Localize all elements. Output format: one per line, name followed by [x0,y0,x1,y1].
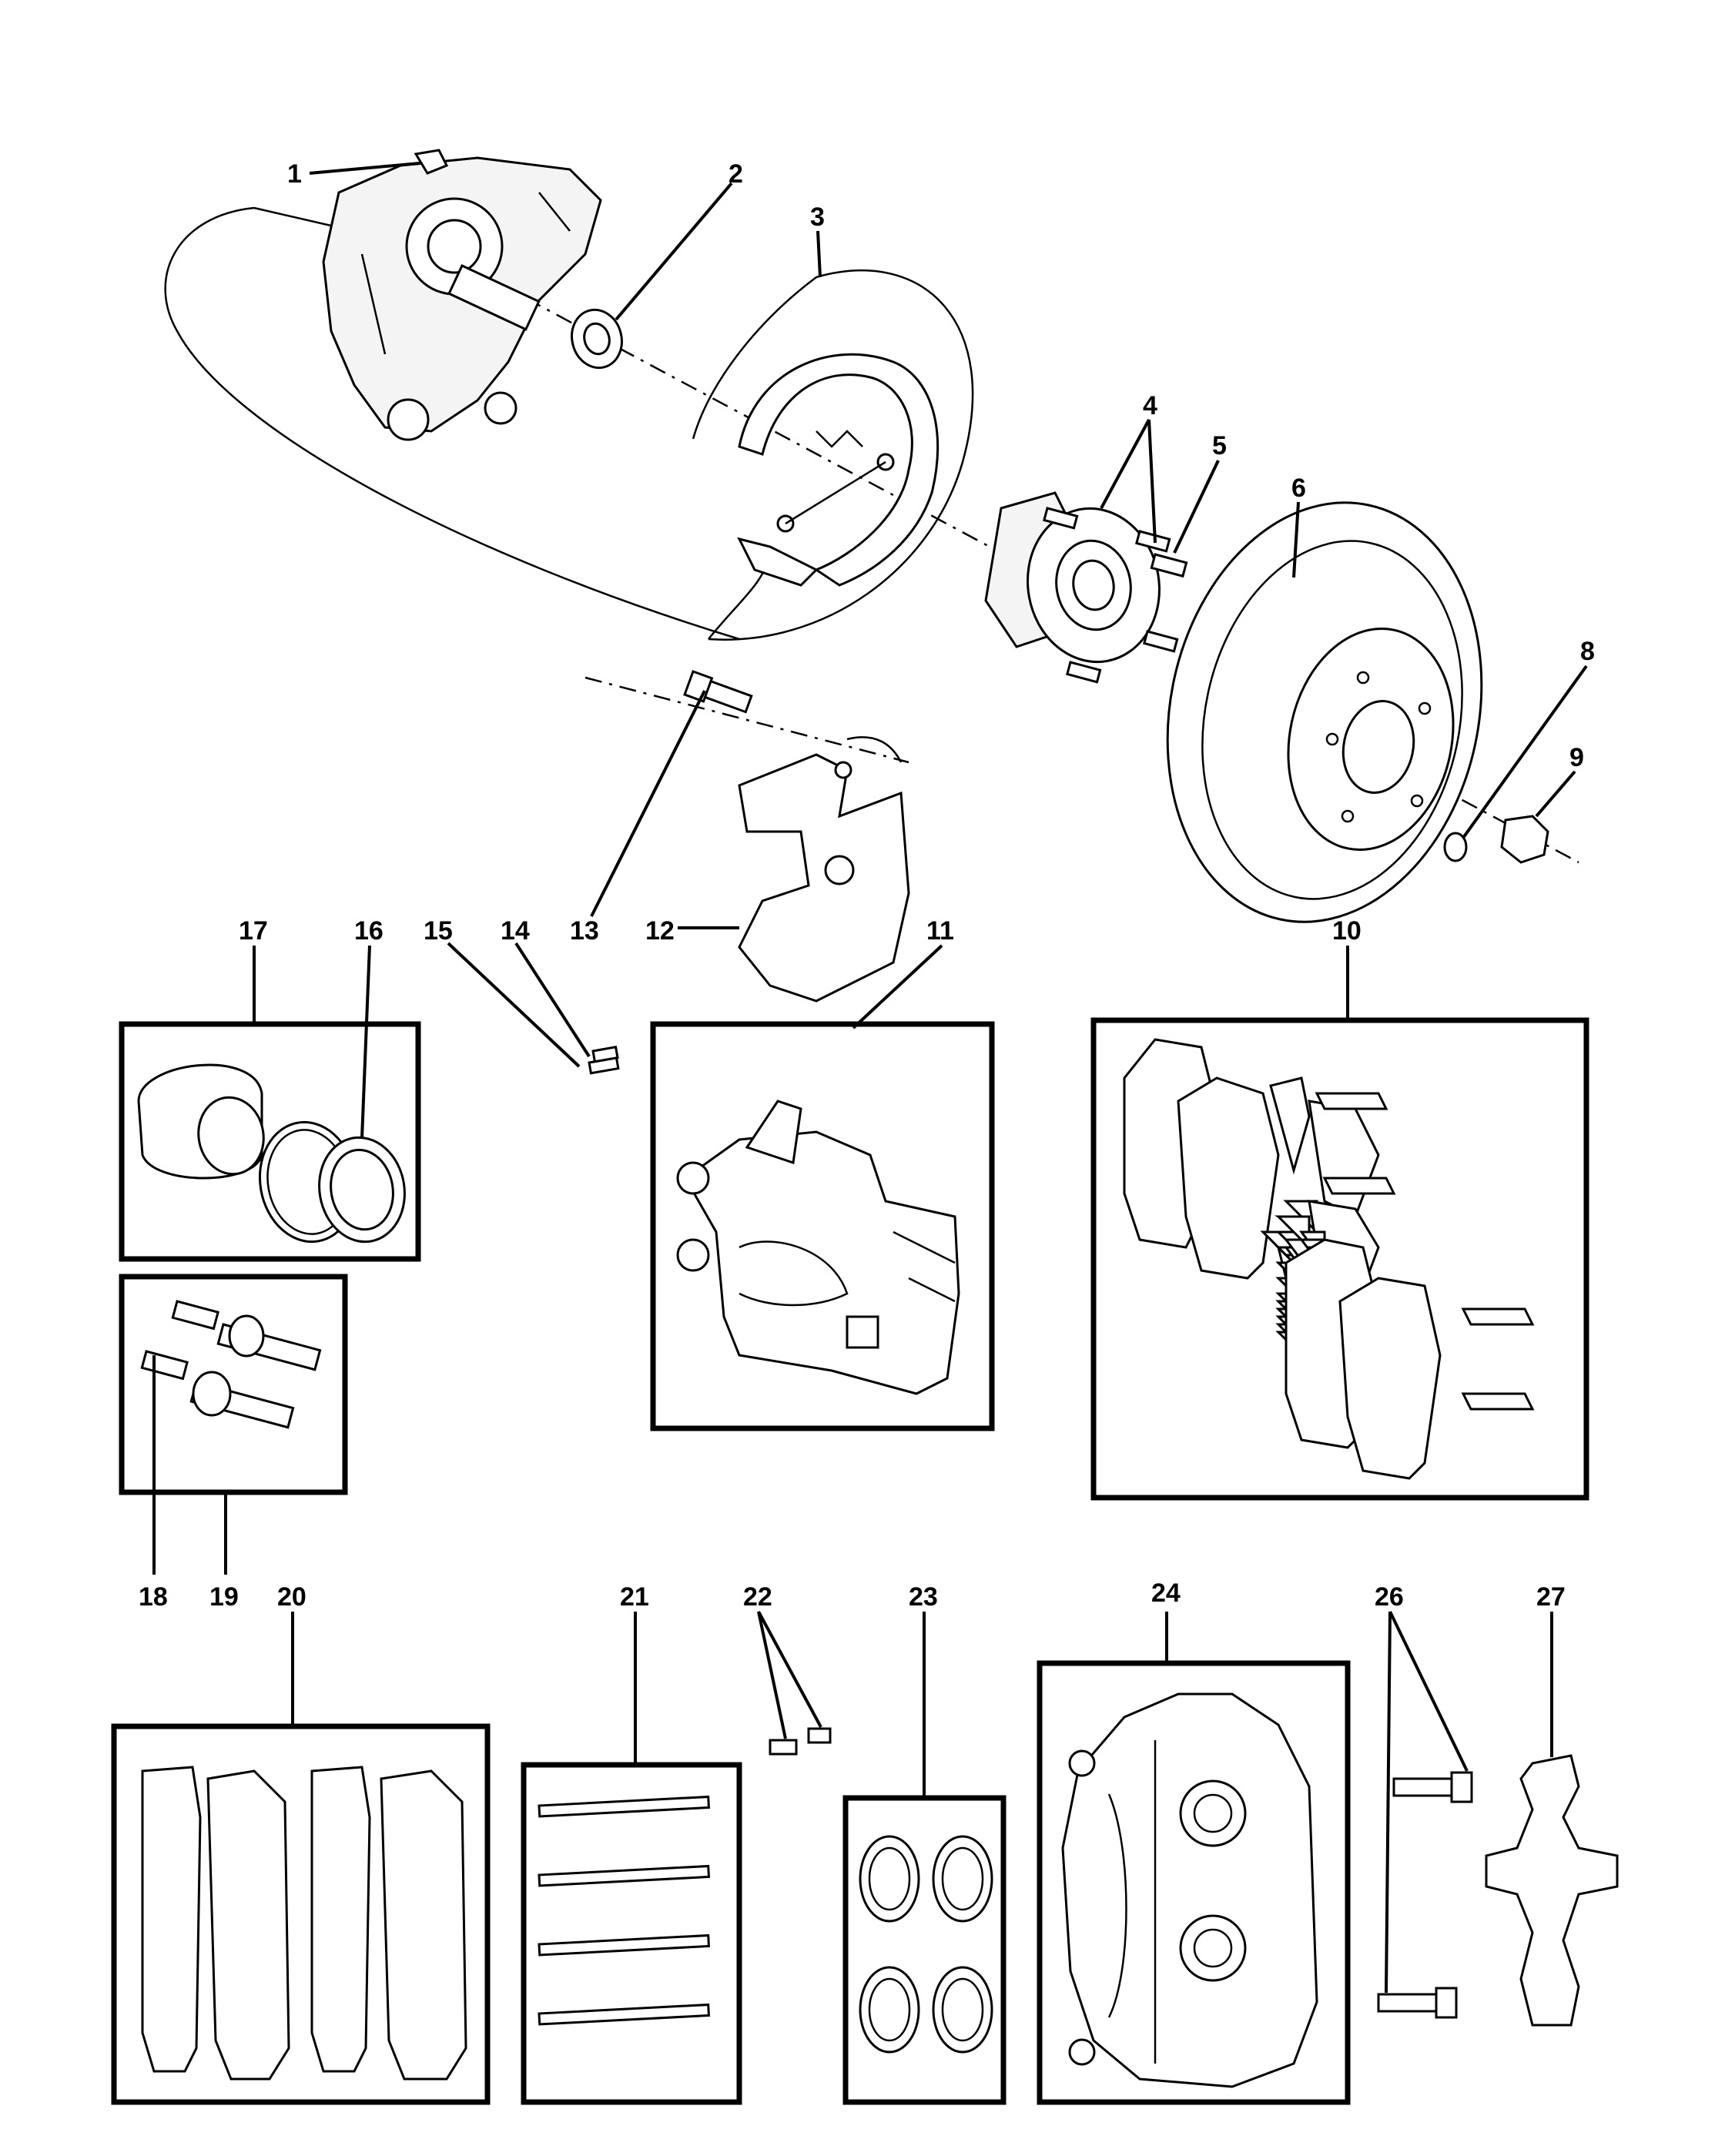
upper-assembly [164,149,1579,1075]
callout-15: 15 [424,916,453,946]
brake-rotor [1166,501,1483,923]
callout-12: 12 [645,916,675,946]
washer [1443,832,1468,862]
front-seal-kit-box [842,1795,1007,2105]
callout-19: 19 [209,1582,239,1612]
callout-18: 18 [139,1582,168,1612]
callout-5: 5 [1212,431,1227,460]
caliper-pin-box [521,1762,742,2105]
front-caliper-box [1037,1660,1351,2105]
hub-bearing [984,491,1179,684]
shield-washer [571,308,623,370]
callout-16: 16 [354,916,384,946]
callout-26: 26 [1375,1582,1404,1612]
bleeder-screws [769,1727,832,1756]
leader-lines [152,162,1588,1994]
wheel-stud [1150,553,1188,578]
callout-1: 1 [287,159,302,189]
callout-20: 20 [277,1582,306,1612]
callout-13: 13 [570,916,599,946]
callout-21: 21 [620,1582,649,1612]
callout-labels: 1 2 3 4 5 6 8 9 10 11 12 13 14 15 16 17 … [139,159,1595,1612]
callout-9: 9 [1569,743,1584,772]
callout-2: 2 [729,159,743,189]
front-pad-kit-box [111,1723,491,2105]
pin-bolts [588,1046,620,1075]
knuckle-assembly [322,149,602,441]
guide-pin-kit-box [119,1274,348,1495]
parking-brake-shoes [737,353,940,587]
anti-rattle-clip [1485,1754,1619,2027]
callout-17: 17 [239,916,268,946]
piston-seal-kit-box [119,1021,421,1262]
callout-10: 10 [1332,916,1362,946]
rear-caliper-box [650,1021,995,1431]
callout-6: 6 [1291,474,1306,503]
callout-23: 23 [909,1582,938,1612]
callout-8: 8 [1580,637,1595,666]
mounting-bolts [1377,1771,1473,2019]
rear-pad-kit-box [1090,1017,1589,1501]
adapter-bolt [683,670,753,714]
callout-4: 4 [1143,391,1157,420]
caliper-adapter [738,736,910,1003]
callout-27: 27 [1536,1582,1566,1612]
callout-3: 3 [810,203,825,232]
callout-24: 24 [1151,1578,1181,1608]
callout-14: 14 [501,916,530,946]
wheel-studs [1043,507,1179,684]
callout-11: 11 [926,916,954,946]
hub-nut [1500,815,1549,864]
callout-22: 22 [743,1582,772,1612]
